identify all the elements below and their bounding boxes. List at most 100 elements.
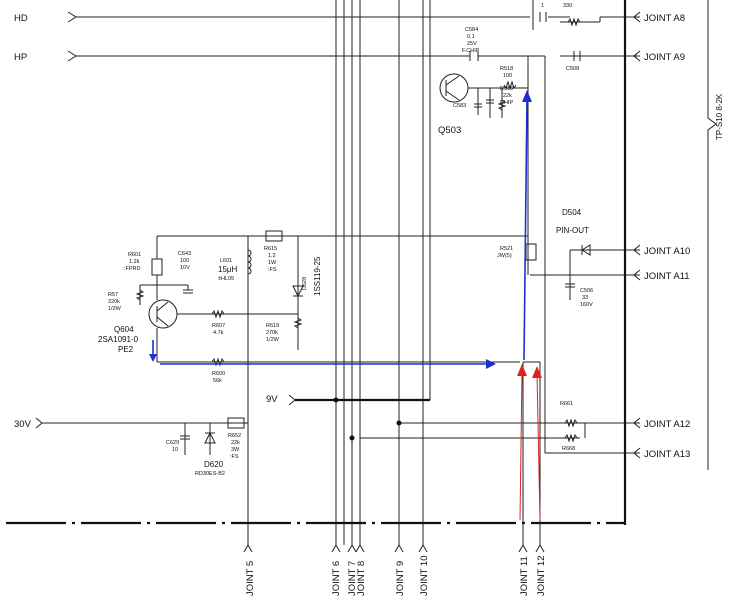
c584-label: C584 bbox=[465, 27, 478, 33]
joint-a8-label: JOINT A8 bbox=[644, 13, 685, 24]
d620-diode bbox=[204, 431, 216, 444]
q503-transistor bbox=[439, 73, 469, 103]
svg-text:100: 100 bbox=[180, 258, 189, 264]
9v-bus: 9V bbox=[266, 394, 430, 441]
9v-label: 9V bbox=[266, 394, 278, 405]
hd-line: HD bbox=[14, 11, 570, 24]
l601-label: L601 bbox=[220, 258, 232, 264]
c583-label: C583 bbox=[453, 103, 466, 109]
joint-a13-label: JOINT A13 bbox=[644, 449, 690, 460]
svg-text:22k: 22k bbox=[503, 93, 512, 99]
joint-a12-label: JOINT A12 bbox=[644, 419, 690, 430]
r652-resistor bbox=[227, 417, 245, 429]
r615-resistor bbox=[265, 230, 283, 242]
q503-stage: C584 0.1 25V F.CHIP R518 100 C583 R516 2… bbox=[438, 27, 528, 136]
right-joints: JOINT A8 JOINT A9 JOINT A10 JOINT A11 JO… bbox=[633, 11, 690, 460]
svg-text:15μH: 15μH bbox=[218, 265, 238, 274]
svg-text:220k: 220k bbox=[108, 299, 120, 305]
svg-text:270k: 270k bbox=[266, 330, 278, 336]
d504-diode bbox=[581, 244, 591, 256]
svg-text:10V: 10V bbox=[180, 265, 190, 271]
r607-label: R607 bbox=[212, 323, 225, 329]
svg-text:330: 330 bbox=[563, 3, 572, 9]
red-annotation bbox=[517, 364, 542, 521]
l601-r615-block: L601 15μH ±HL05 R615 1.2 1W :FS D628 1SS… bbox=[218, 230, 322, 545]
joint-10-label: JOINT 10 bbox=[419, 556, 430, 596]
svg-text:1: 1 bbox=[541, 3, 544, 9]
svg-text:1W: 1W bbox=[268, 260, 277, 266]
hp-label: HP bbox=[14, 52, 27, 63]
q604-label: Q604 bbox=[114, 325, 134, 334]
blue-annotation bbox=[149, 90, 532, 369]
d620-label: D620 bbox=[204, 460, 224, 469]
joint-5-label: JOINT 5 bbox=[245, 561, 256, 596]
svg-text:22k: 22k bbox=[231, 440, 240, 446]
svg-text:10: 10 bbox=[172, 447, 178, 453]
board-outline: TP-S10 8-2K bbox=[623, 0, 724, 525]
svg-text:1.2k: 1.2k bbox=[129, 259, 140, 265]
r521-label: R521 bbox=[500, 246, 513, 252]
svg-text::FS: :FS bbox=[230, 454, 239, 460]
joint-12-label: JOINT 12 bbox=[536, 556, 547, 596]
svg-text:F.CHIP: F.CHIP bbox=[462, 48, 480, 54]
q503-label: Q503 bbox=[438, 125, 461, 136]
vertical-title: TP-S10 8-2K bbox=[715, 93, 724, 140]
bus-lines bbox=[335, 0, 431, 545]
joint-8-label: JOINT 8 bbox=[356, 561, 367, 596]
bottom-joints: JOINT 5 JOINT 6 JOINT 7 JOINT 8 JOINT 9 … bbox=[243, 543, 547, 596]
r601-label: R601 bbox=[128, 252, 141, 258]
q604-transistor bbox=[148, 299, 178, 329]
svg-text:±HL05: ±HL05 bbox=[218, 276, 234, 282]
r668-label: R668 bbox=[562, 446, 575, 452]
d628-label: D628 bbox=[302, 277, 308, 290]
svg-text:160V: 160V bbox=[580, 302, 593, 308]
30v-section: 30V C629 10 D620 RD30ES-B2 R652 22k 3W :… bbox=[14, 417, 248, 477]
right-wiring: 1 330 C508 R521 JW(5) D504 PIN-OUT C506 … bbox=[248, 0, 640, 454]
svg-text:2SA1091-0: 2SA1091-0 bbox=[98, 335, 139, 344]
svg-text:1/2W: 1/2W bbox=[108, 306, 122, 312]
svg-text:PE2: PE2 bbox=[118, 345, 134, 354]
pin-out-label: PIN-OUT bbox=[556, 226, 589, 235]
r661-label: R661 bbox=[560, 401, 573, 407]
svg-text:1SS119-25: 1SS119-25 bbox=[313, 256, 322, 296]
joint-a9-label: JOINT A9 bbox=[644, 52, 685, 63]
r601-resistor bbox=[151, 258, 163, 276]
svg-text:33: 33 bbox=[582, 295, 588, 301]
svg-text:4.7k: 4.7k bbox=[213, 330, 224, 336]
30v-label: 30V bbox=[14, 419, 32, 430]
svg-text:RD30ES-B2: RD30ES-B2 bbox=[195, 471, 225, 477]
svg-text:1/2W: 1/2W bbox=[266, 337, 280, 343]
joint-11-label: JOINT 11 bbox=[519, 556, 530, 596]
r615-label: R615 bbox=[264, 246, 277, 252]
d504-label: D504 bbox=[562, 208, 582, 217]
r619-label: R619 bbox=[266, 323, 279, 329]
c629-label: C629 bbox=[166, 440, 179, 446]
r57-label: R57 bbox=[108, 292, 118, 298]
c506-label: C506 bbox=[580, 288, 593, 294]
q604-stage: R601 1.2k :FPRD C643 100 10V R57 220k 1/… bbox=[98, 235, 520, 384]
joint-a11-label: JOINT A11 bbox=[644, 271, 690, 282]
svg-text:100: 100 bbox=[503, 73, 512, 79]
r518-label: R518 bbox=[500, 66, 513, 72]
svg-text:JW(5): JW(5) bbox=[497, 253, 512, 259]
d628-diode bbox=[292, 285, 304, 298]
svg-text:0.1: 0.1 bbox=[467, 34, 475, 40]
r652-label: R652 bbox=[228, 433, 241, 439]
svg-text::FPRD: :FPRD bbox=[124, 266, 141, 272]
svg-text:25V: 25V bbox=[467, 41, 477, 47]
hp-line: HP bbox=[14, 50, 545, 63]
svg-text:56k: 56k bbox=[213, 378, 222, 384]
svg-text:3W: 3W bbox=[231, 447, 240, 453]
svg-text::FS: :FS bbox=[268, 267, 277, 273]
joint-a10-label: JOINT A10 bbox=[644, 246, 690, 257]
svg-text:1.2: 1.2 bbox=[268, 253, 276, 259]
r516-label: R516 bbox=[500, 86, 513, 92]
hd-label: HD bbox=[14, 13, 28, 24]
r600-label: R600 bbox=[212, 371, 225, 377]
c508-label: C508 bbox=[566, 66, 579, 72]
joint-6-label: JOINT 6 bbox=[331, 561, 342, 596]
c643-label: C643 bbox=[178, 251, 191, 257]
svg-text:CHIP: CHIP bbox=[500, 100, 513, 106]
joint-7-label: JOINT 7 bbox=[347, 561, 358, 596]
